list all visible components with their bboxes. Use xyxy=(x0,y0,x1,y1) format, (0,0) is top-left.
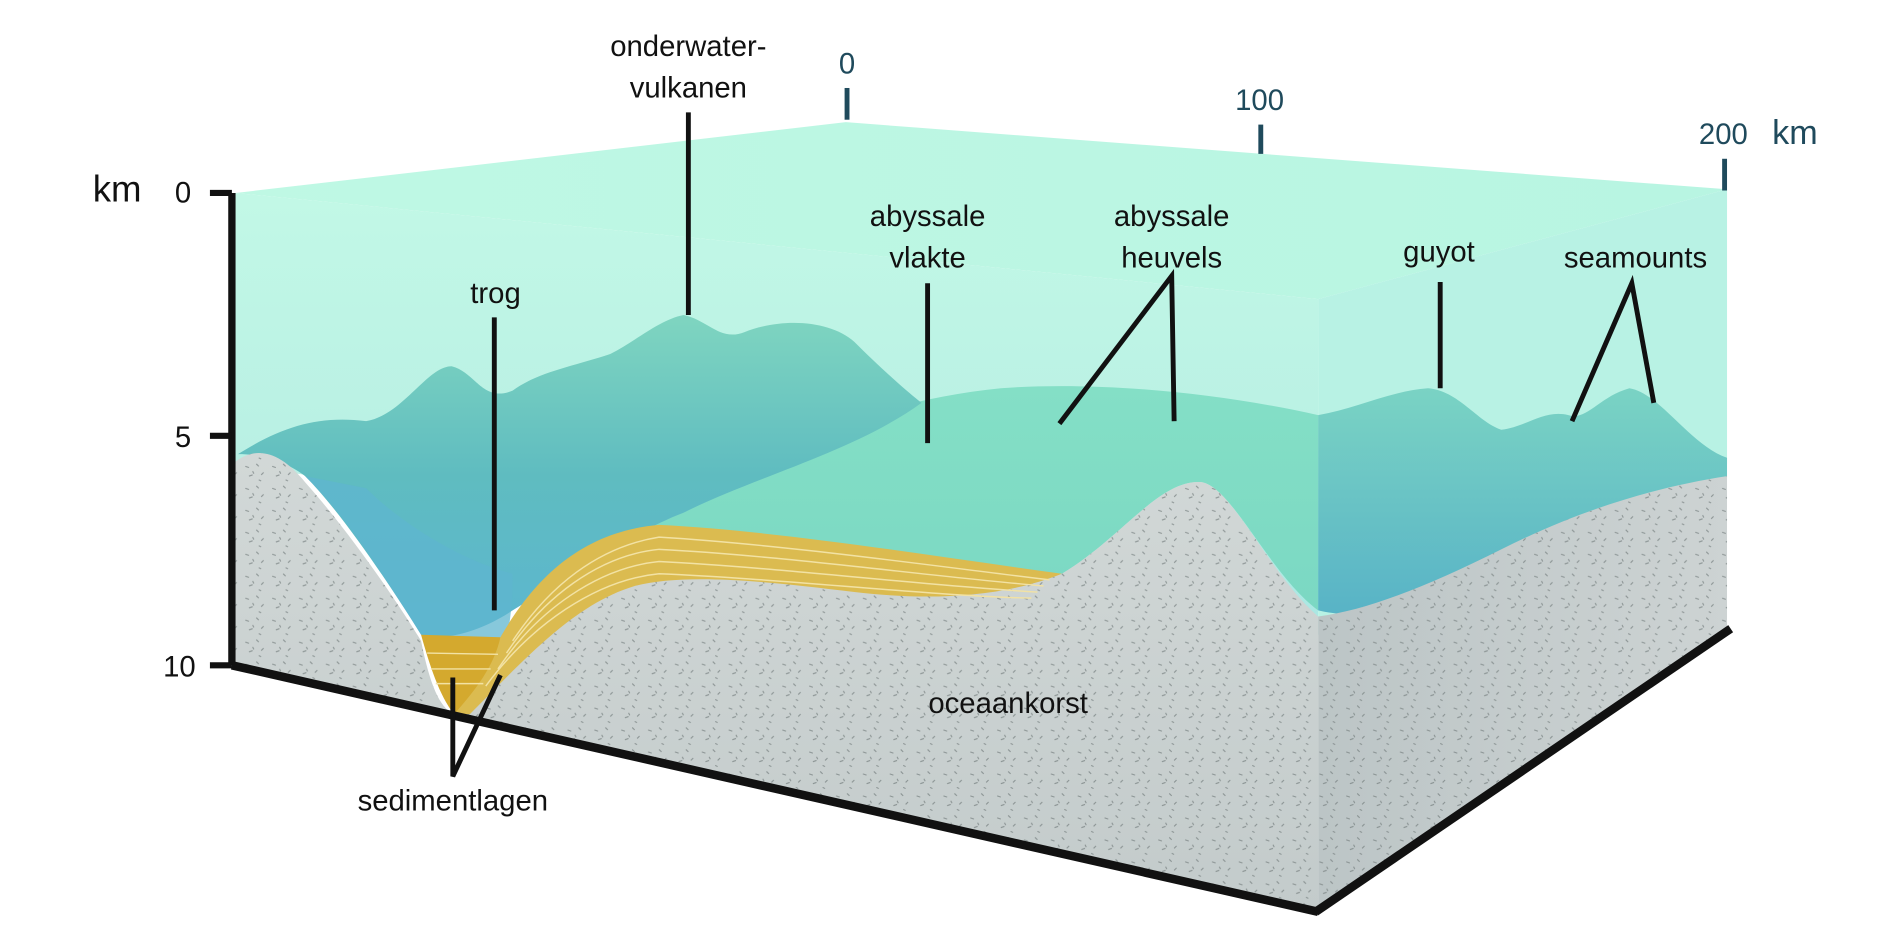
label-abyssal-plain-2: vlakte xyxy=(889,241,966,274)
distance-tick-0: 0 xyxy=(839,47,855,80)
depth-tick-10: 10 xyxy=(163,650,196,683)
depth-axis-unit: km xyxy=(93,168,142,209)
depth-tick-0: 0 xyxy=(175,177,191,210)
label-sediment-layers: sedimentlagen xyxy=(358,785,548,818)
leader-lines xyxy=(450,112,1657,778)
label-trench: trog xyxy=(470,277,520,310)
block-bottom-edges xyxy=(230,625,1734,916)
depth-tick-5: 5 xyxy=(175,421,191,454)
distance-axis-unit: km xyxy=(1772,114,1818,152)
label-underwater-volcanoes-2: vulkanen xyxy=(630,72,747,105)
labels: onderwater- vulkanen trog abyssale vlakt… xyxy=(358,30,1708,817)
sediment-layers xyxy=(421,524,1062,715)
label-abyssal-hills-1: abyssale xyxy=(1114,200,1230,233)
depth-axis: km 0 5 10 xyxy=(93,168,236,683)
distance-tick-100: 100 xyxy=(1235,84,1284,117)
label-abyssal-plain-1: abyssale xyxy=(870,200,986,233)
label-abyssal-hills-2: heuvels xyxy=(1121,241,1222,274)
water-surface xyxy=(235,122,1728,300)
trench xyxy=(305,476,513,641)
distance-tick-200: 200 xyxy=(1699,118,1748,151)
label-guyot: guyot xyxy=(1403,235,1475,268)
label-oceanic-crust: oceaankorst xyxy=(928,687,1088,720)
seamount-field xyxy=(1318,388,1728,615)
label-underwater-volcanoes-1: onderwater- xyxy=(610,30,766,63)
label-seamounts: seamounts xyxy=(1564,241,1707,274)
distance-axis: 0 100 200 km xyxy=(839,47,1818,191)
